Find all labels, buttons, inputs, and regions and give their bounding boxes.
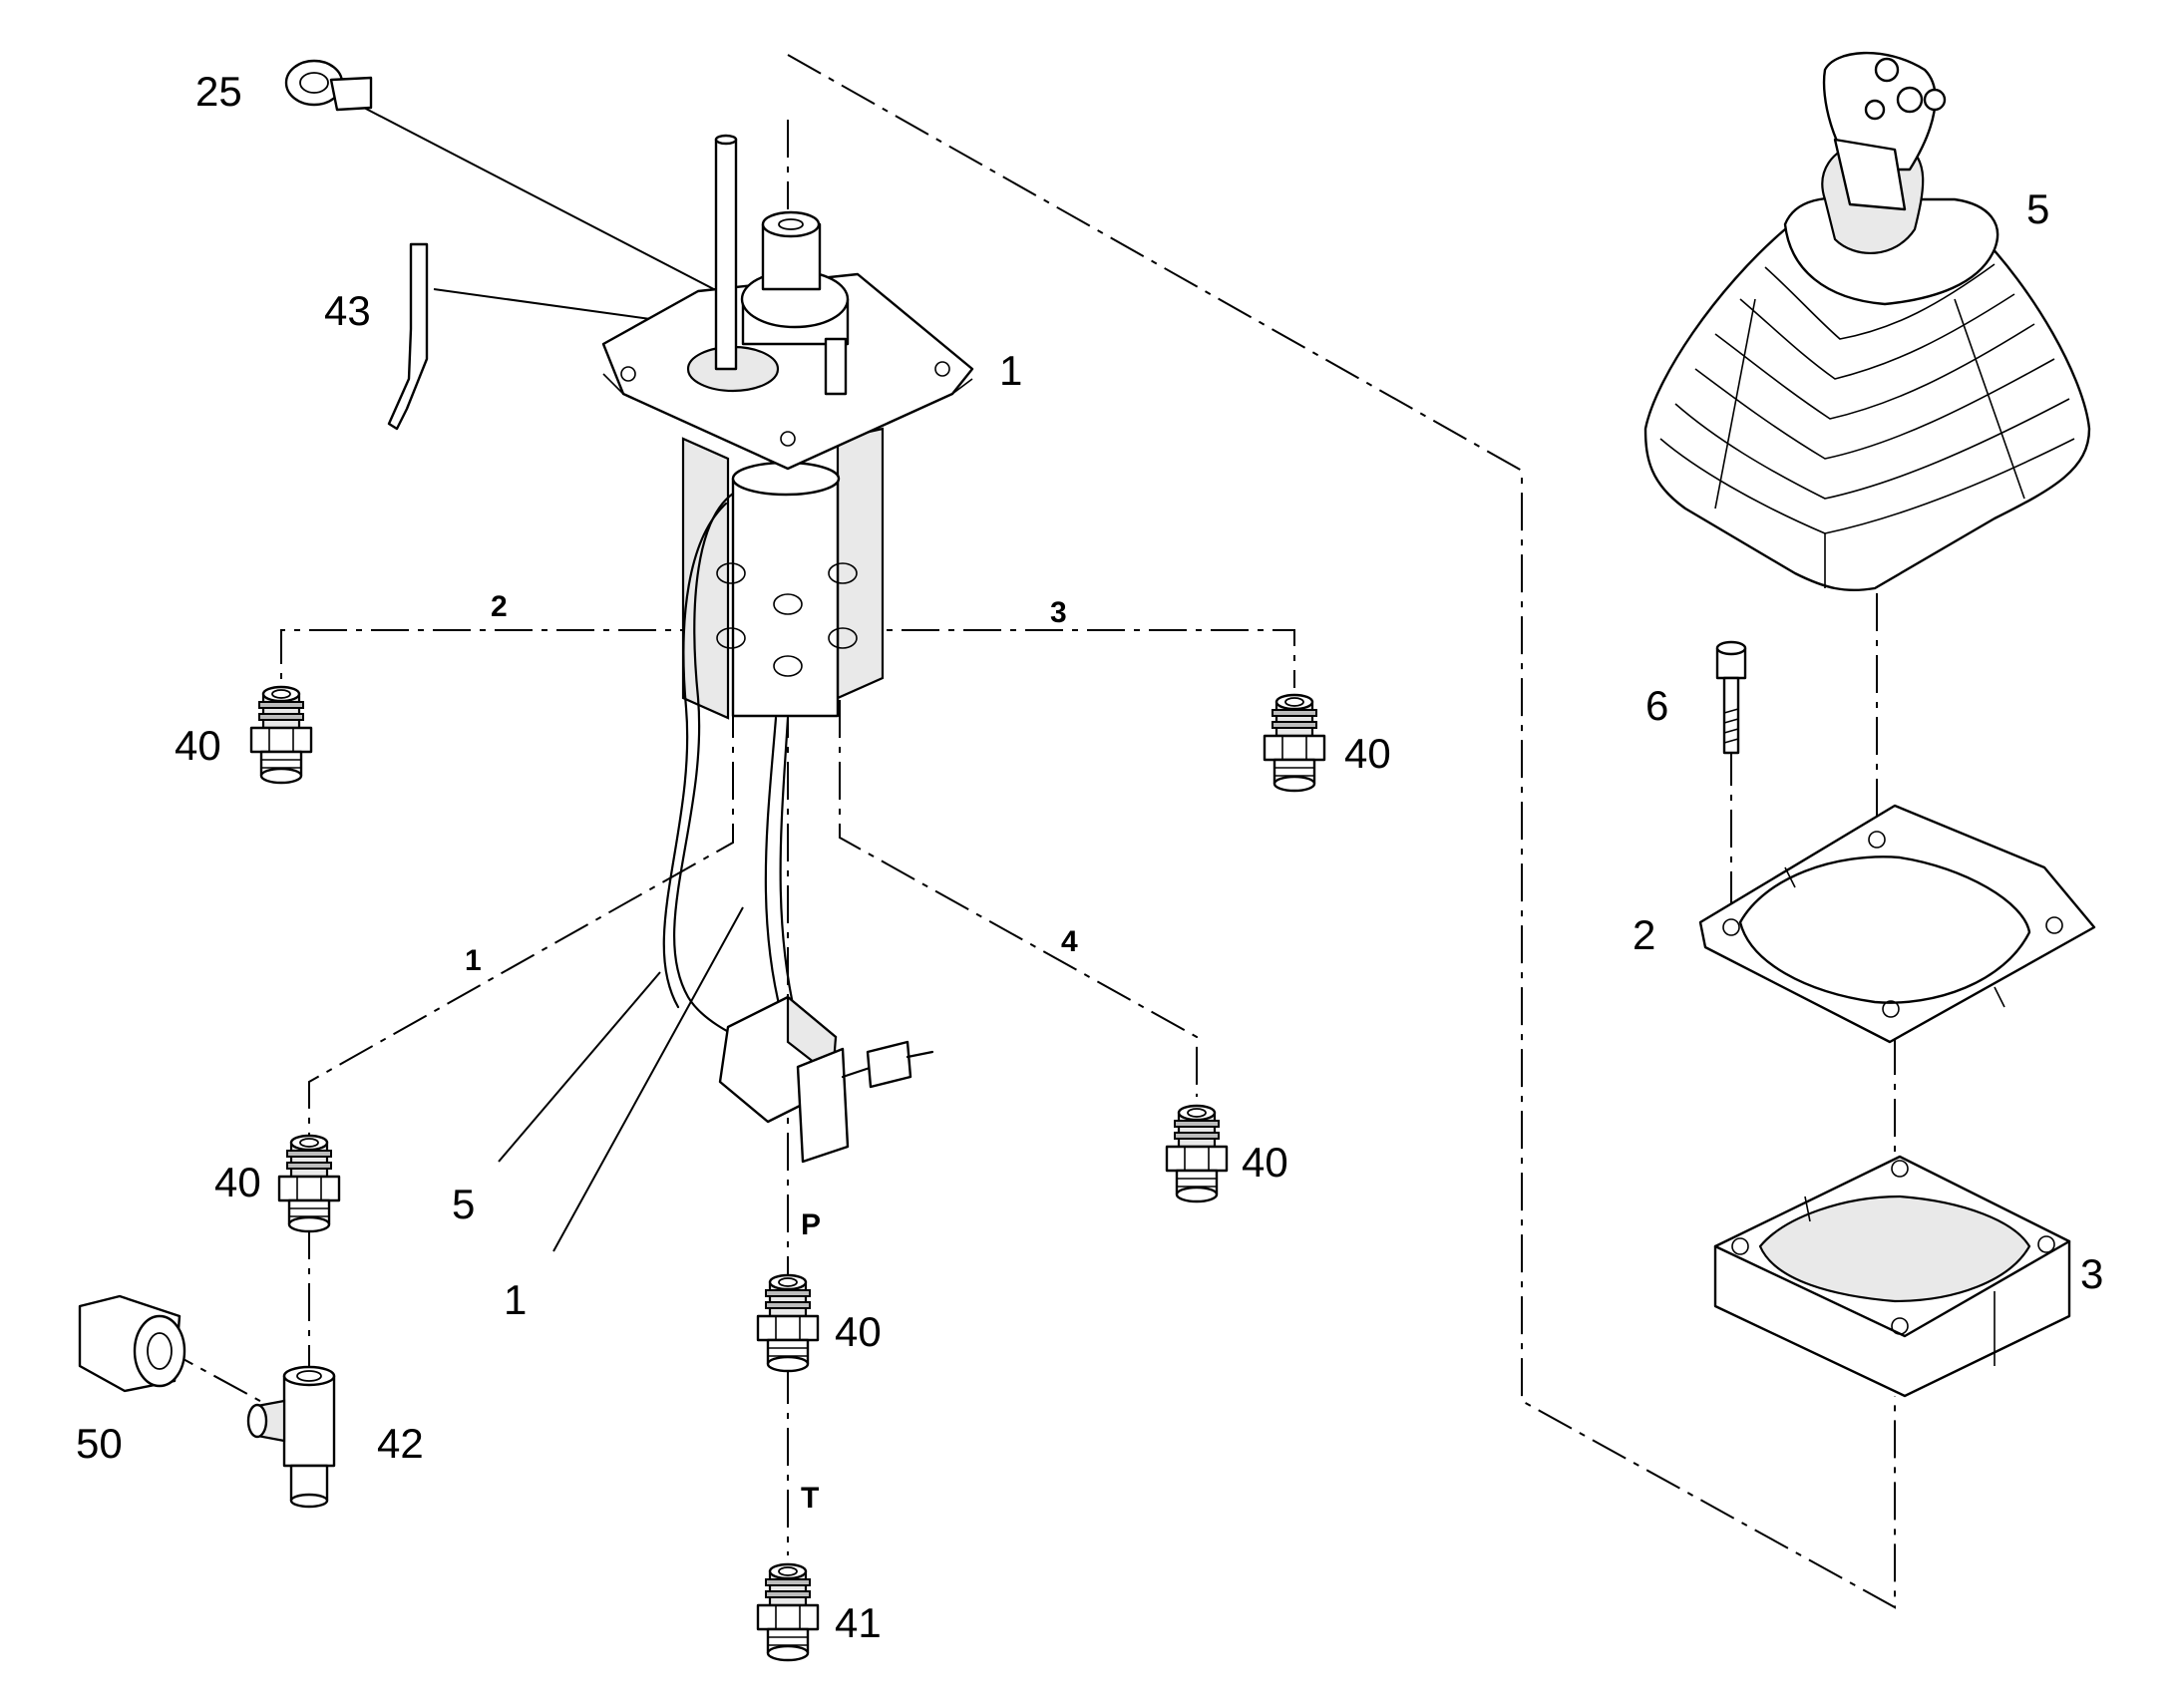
callout-5-cable: 5 — [452, 1181, 475, 1227]
port-label-t: T — [801, 1482, 819, 1515]
callout-42: 42 — [377, 1420, 424, 1467]
port-label-1: 1 — [465, 944, 482, 977]
callout-40-lower-right: 40 — [1242, 1139, 1288, 1186]
tee-fitting — [246, 1365, 336, 1509]
cap-screw — [1715, 640, 1747, 755]
elbow-fitting — [78, 1294, 186, 1393]
port-label-2: 2 — [491, 590, 508, 623]
assembly-lines — [159, 54, 1896, 1609]
fitting-41-port-t — [756, 1562, 820, 1662]
callout-40-left: 40 — [175, 722, 221, 769]
callout-5-boot: 5 — [2026, 185, 2049, 232]
callout-6: 6 — [1645, 682, 1668, 729]
pilot-valve-unit — [601, 134, 974, 1164]
fitting-40-lower-left — [277, 1134, 341, 1233]
fitting-40-port-p — [756, 1273, 820, 1373]
callout-41: 41 — [835, 1599, 882, 1646]
fitting-40-right — [1263, 693, 1326, 793]
spacer-ring — [1713, 1155, 2071, 1398]
port-labels: 2 3 1 4 P T — [465, 590, 1078, 1515]
fitting-40-left — [249, 685, 313, 785]
callout-43: 43 — [324, 287, 371, 334]
callout-50: 50 — [76, 1420, 123, 1467]
gasket-plate — [1698, 804, 2096, 1044]
callout-40-lower-left: 40 — [214, 1159, 261, 1205]
rubber-boot — [1643, 51, 2091, 592]
callout-1-cable: 1 — [504, 1276, 527, 1323]
callout-2: 2 — [1633, 911, 1655, 958]
port-label-p: P — [801, 1208, 821, 1241]
callout-25: 25 — [195, 68, 242, 115]
fitting-40-lower-right — [1165, 1104, 1229, 1203]
callout-40-port-p: 40 — [835, 1308, 882, 1355]
callout-3: 3 — [2080, 1250, 2103, 1297]
cable-clamp — [284, 59, 373, 112]
callout-numbers: 25 43 1 40 40 40 5 1 40 40 41 50 42 5 6 … — [76, 68, 2103, 1646]
callout-1-valve: 1 — [999, 347, 1022, 394]
port-label-4: 4 — [1061, 925, 1078, 958]
callout-40-right: 40 — [1344, 730, 1391, 777]
cable-tie — [387, 242, 429, 431]
port-label-3: 3 — [1050, 596, 1067, 629]
